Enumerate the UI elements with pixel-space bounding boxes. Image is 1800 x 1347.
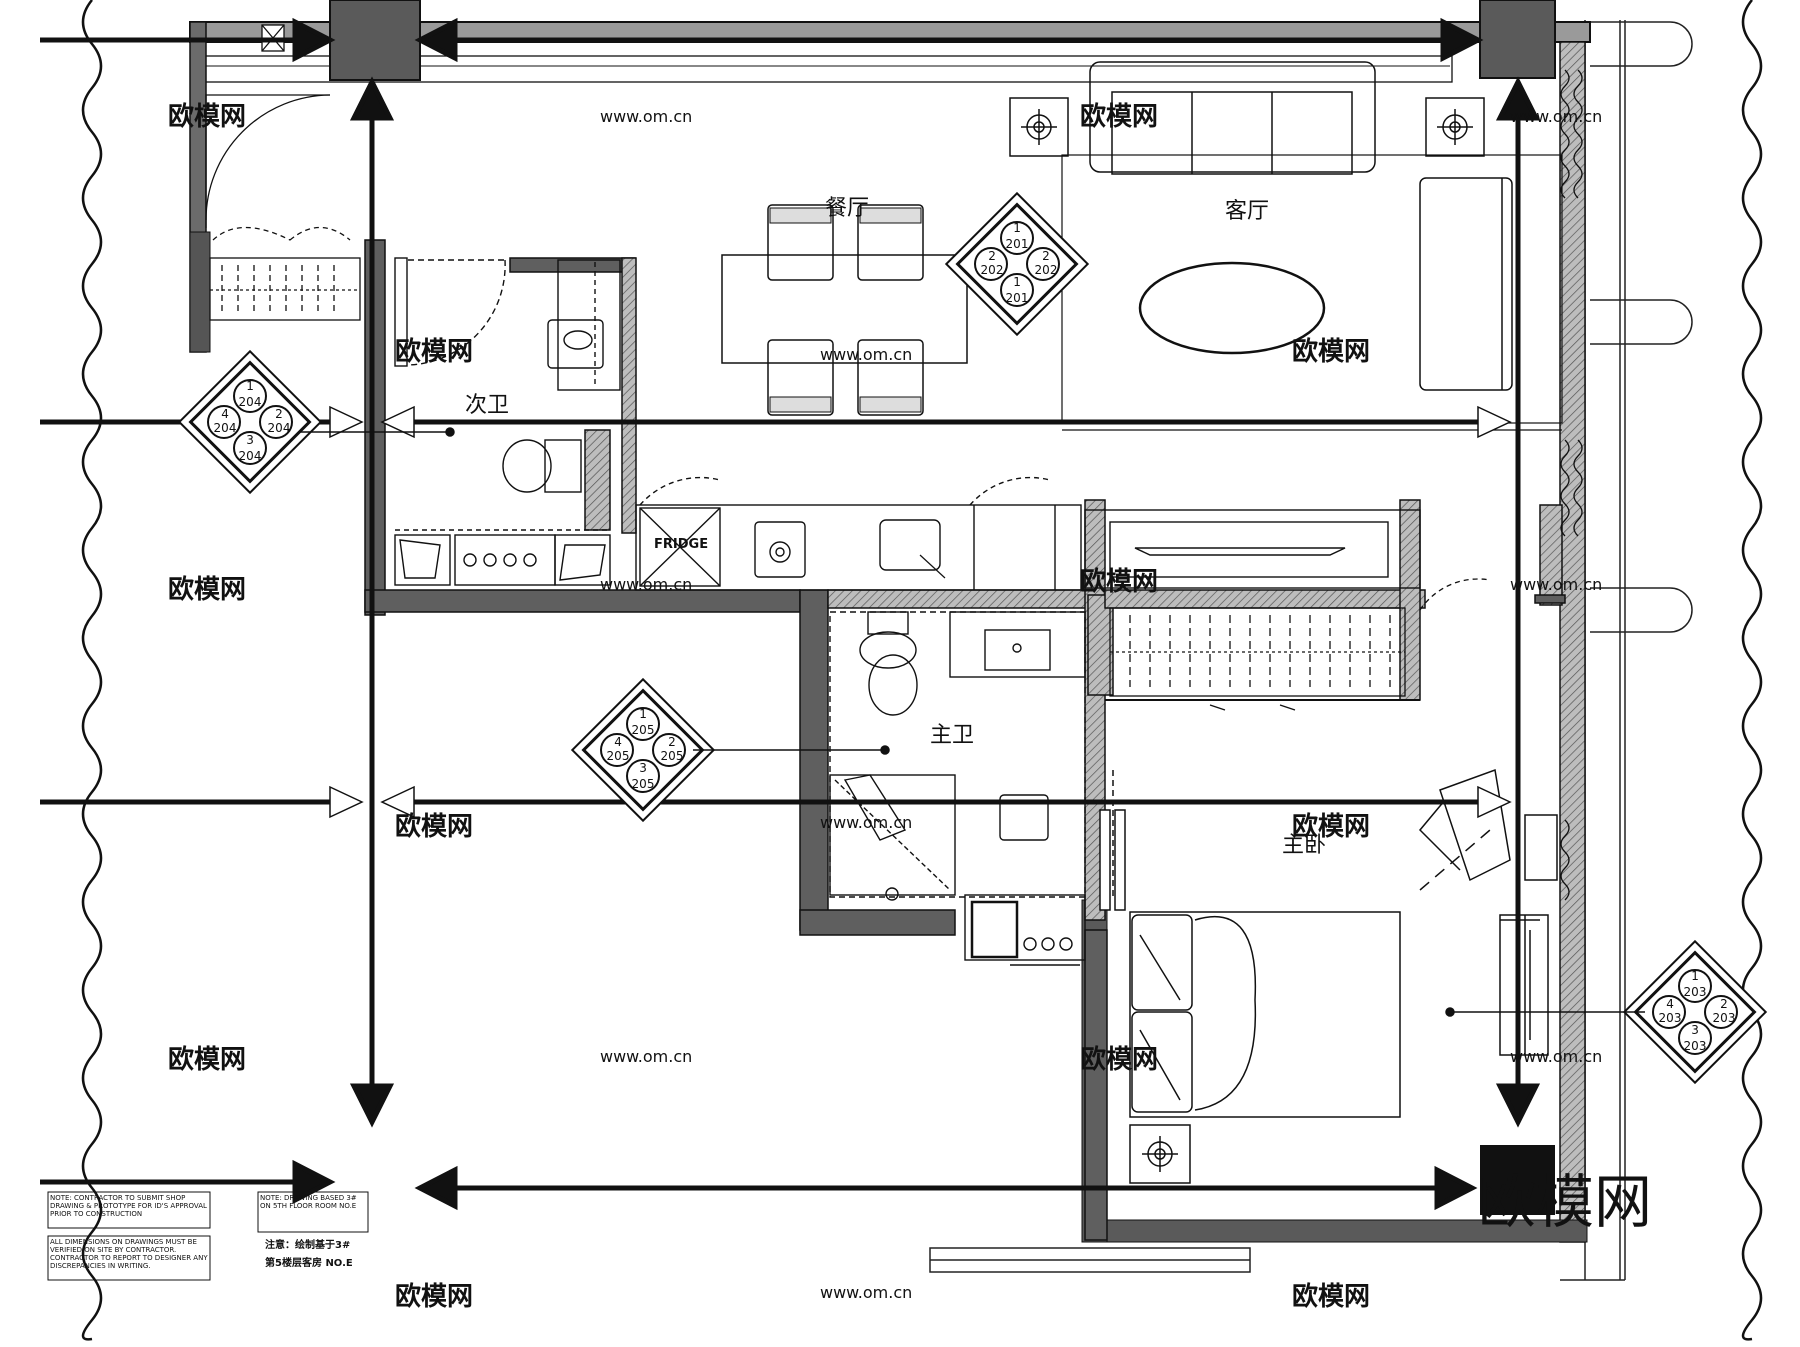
watermark: 欧模网 <box>395 811 473 842</box>
room-label-dining: 餐厅 <box>825 196 869 221</box>
watermark-url: www.om.cn <box>820 1283 912 1302</box>
watermark-url: www.om.cn <box>600 107 692 126</box>
index-marker-dining: 1 201 2 202 1 201 2 202 <box>944 191 1090 337</box>
marker-num: 2 <box>988 249 996 263</box>
marker-num: 2 <box>275 407 283 421</box>
watermark-url: www.om.cn <box>820 813 912 832</box>
marker-num: 4 <box>614 735 622 749</box>
section-arrowheads-open <box>329 405 1512 819</box>
marker-ref: 203 <box>1713 1011 1736 1025</box>
marker-ref: 205 <box>632 723 655 737</box>
note-3: NOTE: DRAWING BASED 3# ON 5TH FLOOR ROOM… <box>260 1194 357 1210</box>
marker-num: 1 <box>639 707 647 721</box>
watermark-url: www.om.cn <box>1510 107 1602 126</box>
watermark: 欧模网 <box>1080 1044 1158 1075</box>
watermark: 欧模网 <box>1292 336 1370 367</box>
curtain-symbols <box>1560 69 1583 901</box>
brand-logo: 欧模网 <box>1478 1168 1652 1236</box>
second-bathroom <box>394 257 621 586</box>
marker-leaders <box>300 427 1645 1017</box>
note-cn-1: 注意：绘制基于3# <box>265 1238 350 1251</box>
watermark-url: www.om.cn <box>600 1047 692 1066</box>
marker-ref: 204 <box>239 449 262 463</box>
watermark: 欧模网 <box>395 336 473 367</box>
watermark: 欧模网 <box>1080 566 1158 597</box>
watermark: 欧模网 <box>1292 811 1370 842</box>
marker-ref: 204 <box>214 421 237 435</box>
living-set <box>1009 61 1563 431</box>
room-label-second-bath: 次卫 <box>465 393 509 418</box>
index-marker-master-bath: 1 205 2 205 3 205 4 205 <box>570 677 716 823</box>
marker-num: 4 <box>1666 997 1674 1011</box>
break-lines <box>81 0 1763 1341</box>
marker-ref: 202 <box>981 263 1004 277</box>
marker-ref: 201 <box>1006 237 1029 251</box>
master-bathroom <box>829 611 1086 966</box>
index-marker-master-bed: 1 203 2 203 3 203 4 203 <box>1622 939 1768 1085</box>
watermarks: 欧模网 www.om.cn 欧模网 www.om.cn 欧模网 www.om.c… <box>168 101 1602 1312</box>
note-2: ALL DIMENSIONS ON DRAWINGS MUST BE VERIF… <box>50 1238 208 1270</box>
marker-ref: 205 <box>607 749 630 763</box>
master-bedroom <box>1099 768 1558 1184</box>
marker-num: 1 <box>1691 969 1699 983</box>
marker-num: 3 <box>1691 1023 1699 1037</box>
note-1: NOTE: CONTRACTOR TO SUBMIT SHOP DRAWING … <box>50 1194 207 1218</box>
watermark-url: www.om.cn <box>1510 575 1602 594</box>
section-arrows <box>40 17 1541 1211</box>
watermark-url: www.om.cn <box>1510 1047 1602 1066</box>
exterior-walls <box>189 0 1591 1243</box>
marker-ref: 204 <box>239 395 262 409</box>
marker-num: 2 <box>668 735 676 749</box>
marker-ref: 202 <box>1035 263 1058 277</box>
marker-num: 2 <box>1042 249 1050 263</box>
fridge-label: FRIDGE <box>654 537 708 552</box>
marker-num: 1 <box>1013 275 1021 289</box>
watermark: 欧模网 <box>1292 1281 1370 1312</box>
marker-ref: 204 <box>268 421 291 435</box>
marker-num: 2 <box>1720 997 1728 1011</box>
watermark: 欧模网 <box>395 1281 473 1312</box>
notes-block <box>47 1191 369 1281</box>
dining-set <box>721 204 968 416</box>
marker-ref: 203 <box>1659 1011 1682 1025</box>
watermark: 欧模网 <box>168 101 246 132</box>
room-label-master-bed: 主卧 <box>1282 833 1326 858</box>
marker-ref: 201 <box>1006 291 1029 305</box>
marker-num: 3 <box>639 761 647 775</box>
marker-num: 1 <box>246 379 254 393</box>
marker-num: 4 <box>221 407 229 421</box>
room-label-living: 客厅 <box>1225 199 1269 224</box>
marker-ref: 205 <box>632 777 655 791</box>
wardrobe <box>1105 578 1491 711</box>
marker-ref: 203 <box>1684 985 1707 999</box>
marker-ref: 205 <box>661 749 684 763</box>
watermark: 欧模网 <box>1080 101 1158 132</box>
watermark: 欧模网 <box>168 574 246 605</box>
index-marker-second-bath: 1 204 2 204 3 204 4 204 <box>177 349 323 495</box>
room-label-master-bath: 主卫 <box>930 723 974 748</box>
marker-ref: 203 <box>1684 1039 1707 1053</box>
watermark-url: www.om.cn <box>600 575 692 594</box>
kitchen-counter <box>635 476 1421 591</box>
note-cn-2: 第5楼层客房 NO.E <box>265 1256 353 1269</box>
marker-num: 3 <box>246 433 254 447</box>
marker-num: 1 <box>1013 221 1021 235</box>
watermark: 欧模网 <box>168 1044 246 1075</box>
watermark-url: www.om.cn <box>820 345 912 364</box>
